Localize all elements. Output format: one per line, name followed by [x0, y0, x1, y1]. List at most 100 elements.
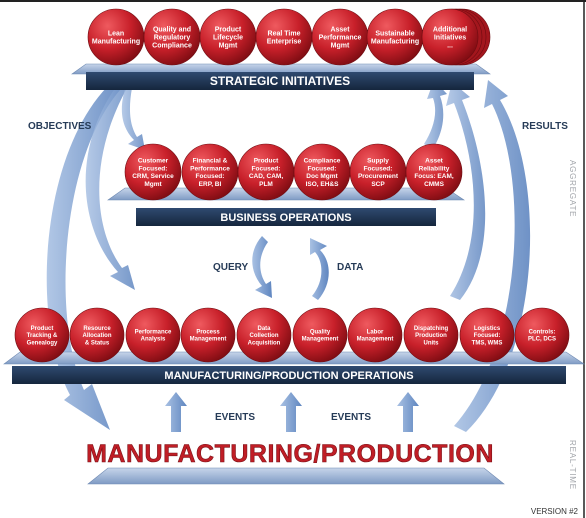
node-label-line: Asset	[425, 158, 444, 165]
objectives-arrow-short	[121, 86, 145, 150]
node-label-line: Quality	[310, 330, 331, 336]
node-label-line: TMS, WMS	[472, 340, 503, 346]
node-label-line: Process	[196, 330, 220, 336]
node-label-line: Manufacturing	[92, 39, 140, 46]
node-label-line: CRM, Service	[132, 173, 174, 180]
node-label-line: Focus: EAM,	[414, 173, 454, 180]
strategic-node[interactable]	[421, 8, 479, 66]
manufacturing_ops-node[interactable]	[69, 307, 125, 363]
node-label-line: Financial &	[193, 158, 228, 165]
event-arrows	[165, 392, 419, 432]
node-label-line: Focused:	[308, 165, 337, 172]
manufacturing_ops-node[interactable]	[292, 307, 348, 363]
node-label-line: Lifecycle	[213, 34, 243, 41]
node-label-line: Tracking &	[27, 333, 58, 339]
node-label-line: Procurement	[358, 173, 399, 180]
node-label-line: Lean	[108, 30, 124, 37]
business-band	[136, 208, 436, 226]
mfg-ops-label: MANUFACTURING/PRODUCTION OPERATIONS	[164, 370, 413, 382]
query-arrow	[252, 236, 272, 298]
realtime-side-label: REAL-TIME	[568, 440, 577, 490]
node-label-line: Real Time	[268, 30, 301, 37]
results-arrow-short	[424, 80, 447, 150]
node-label-line: Logistics	[474, 326, 501, 332]
node-label-line: Performance	[190, 165, 230, 172]
node-label-line: Resource	[83, 326, 111, 332]
business-label: BUSINESS OPERATIONS	[220, 212, 351, 224]
node-label-line: Units	[424, 340, 440, 346]
node-label-line: Product	[31, 326, 54, 332]
aggregate-side-label: AGGREGATE	[568, 160, 577, 217]
manufacturing_ops-node-label: Controls:PLC, DCS	[528, 330, 556, 343]
node-label-line: Analysis	[141, 337, 166, 343]
manufacturing_ops-node[interactable]	[180, 307, 236, 363]
strategic-label: STRATEGIC INITIATIVES	[210, 74, 350, 88]
node-label-line: Performance	[319, 34, 362, 41]
manufacturing_ops-node[interactable]	[236, 307, 292, 363]
node-label-line: Controls:	[529, 330, 556, 336]
node-label-line: Mgmt	[219, 43, 238, 50]
production-label: MANUFACTURING/PRODUCTION	[86, 440, 494, 468]
node-label-line: Doc Mgmt	[306, 173, 338, 180]
manufacturing_ops-node[interactable]	[125, 307, 181, 363]
node-label-line: Acquisition	[248, 340, 281, 346]
node-label-line: ISO, EH&S	[306, 181, 340, 188]
node-label-line: Management	[190, 337, 227, 343]
objectives-arrow-mid	[85, 84, 135, 290]
node-label-line: PLC, DCS	[528, 337, 556, 343]
node-label-line: Customer	[138, 158, 169, 165]
node-label-line: Quality and	[153, 26, 191, 33]
node-label-line: ...	[447, 43, 453, 50]
node-label-line: Compliance	[304, 158, 341, 165]
event-arrow	[280, 392, 302, 432]
node-label-line: Manufacturing	[371, 39, 419, 46]
manufacturing_ops-node[interactable]	[14, 307, 70, 363]
node-label-line: Allocation	[82, 333, 111, 339]
node-label-line: CMMS	[424, 181, 445, 188]
node-label-line: Genealogy	[27, 340, 58, 346]
node-label-line: Focused:	[364, 165, 393, 172]
node-label-line: Additional	[433, 26, 467, 33]
node-label-line: Focused:	[139, 165, 168, 172]
node-label-line: Mgmt	[331, 43, 350, 50]
manufacturing_ops-node[interactable]	[403, 307, 459, 363]
business-node[interactable]	[124, 143, 182, 201]
events-left-label: EVENTS	[215, 412, 255, 423]
node-label-line: Collection	[249, 333, 278, 339]
manufacturing_ops-node[interactable]	[347, 307, 403, 363]
results-label: RESULTS	[522, 121, 568, 132]
event-arrow	[397, 392, 419, 432]
business-node[interactable]	[405, 143, 463, 201]
node-label-line: PLM	[259, 181, 273, 188]
manufacturing_ops-node[interactable]	[459, 307, 515, 363]
node-label-line: Regulatory	[154, 34, 191, 41]
node-label-line: Compliance	[152, 43, 192, 50]
node-label-line: ERP, BI	[199, 181, 222, 188]
manufacturing_ops-node[interactable]	[514, 307, 570, 363]
strategic-band	[86, 72, 474, 90]
node-label-line: Performance	[135, 330, 172, 336]
